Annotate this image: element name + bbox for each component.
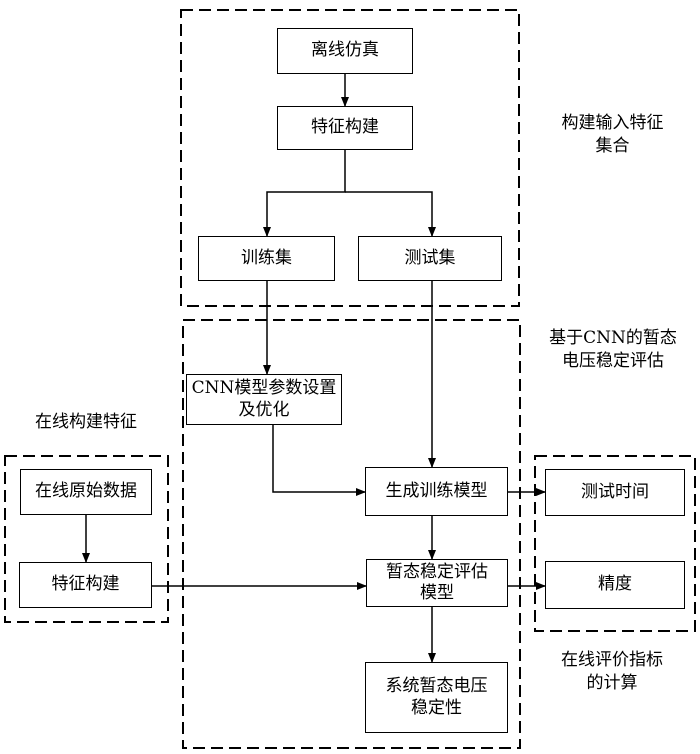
- arrow-cnn-to-gen: [272, 425, 366, 496]
- accuracy-box: 精度: [545, 561, 685, 609]
- region-online-eval-border: [534, 455, 696, 632]
- system-stability-box: 系统暂态电压 稳定性: [365, 662, 508, 733]
- region-cnn-border: [182, 319, 521, 749]
- test-set-box: 测试集: [358, 236, 502, 281]
- feature-build-top-box: 特征构建: [277, 106, 413, 150]
- cnn-params-box: CNN模型参数设置及优化: [186, 374, 342, 425]
- online-raw-box: 在线原始数据: [20, 469, 152, 515]
- region-cnn-label: 基于CNN的暂态 电压稳定评估: [549, 328, 677, 371]
- offline-sim-box: 离线仿真: [277, 28, 413, 74]
- tsa-model-box: 暂态稳定评估 模型: [366, 559, 508, 607]
- arrow-feature-to-test: [345, 191, 436, 237]
- gen-model-box: 生成训练模型: [365, 467, 508, 516]
- region-online-eval-label: 在线评价指标 的计算: [561, 650, 663, 693]
- region-online-build-border: [4, 455, 169, 623]
- arrow-feature-to-train: [263, 150, 346, 237]
- region-offline-border: [180, 9, 520, 307]
- region-online-build-label: 在线构建特征: [35, 412, 137, 432]
- feature-build-left-box: 特征构建: [19, 562, 152, 608]
- region-offline-label: 构建输入特征 集合: [561, 113, 664, 156]
- test-time-box: 测试时间: [545, 469, 685, 516]
- train-set-box: 训练集: [198, 236, 335, 281]
